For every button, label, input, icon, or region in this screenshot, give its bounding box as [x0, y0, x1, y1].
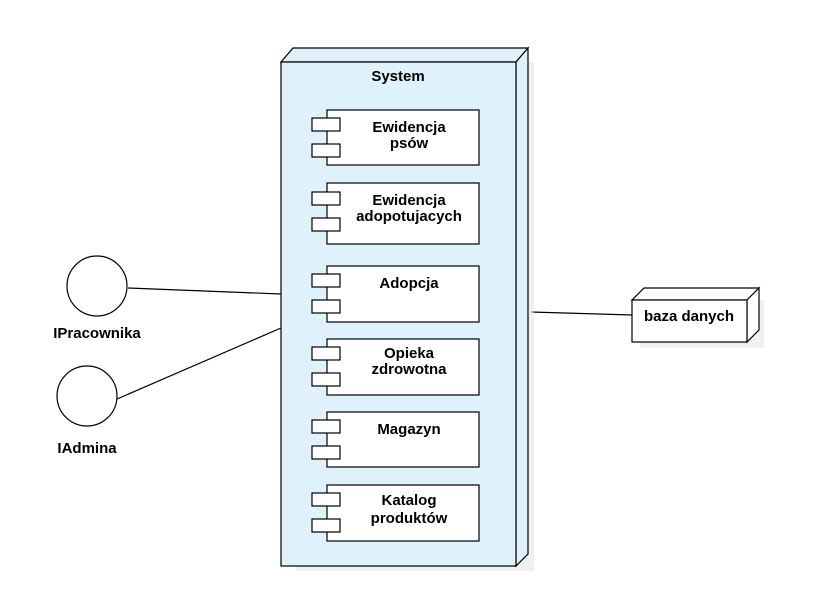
database-node-front [631, 299, 748, 343]
component-icon [311, 117, 341, 132]
component-opieka-zdrowotna[interactable]: Opieka zdrowotna [311, 338, 480, 396]
component-adopcja[interactable]: Adopcja [311, 265, 480, 323]
interface-circle-icon [66, 255, 128, 317]
component-label-line2: zdrowotna [372, 361, 448, 378]
component-icon [311, 346, 341, 361]
component-icon [311, 372, 341, 387]
component-katalog-produktow[interactable]: Katalog produktów [311, 484, 480, 542]
component-icon [311, 419, 341, 434]
component-label-line2: produktów [371, 510, 448, 527]
component-label-line1: Adopcja [379, 275, 439, 292]
component-icon [311, 445, 341, 460]
component-icon [311, 191, 341, 206]
database-node[interactable]: baza danych [630, 286, 764, 348]
database-node-top [630, 287, 761, 301]
interface-label: IAdmina [57, 440, 117, 457]
component-ewidencja-psow[interactable]: Ewidencja psów [311, 109, 480, 166]
system-node-side [515, 46, 529, 568]
component-label-line1: Ewidencja [372, 192, 446, 209]
interface-iadmina[interactable]: IAdmina [56, 365, 118, 457]
component-ewidencja-adopotujacych[interactable]: Ewidencja adopotujacych [311, 182, 480, 245]
database-label: baza danych [644, 308, 734, 325]
component-icon [311, 273, 341, 288]
component-icon [311, 518, 341, 533]
system-title: System [371, 68, 424, 85]
component-icon [311, 492, 341, 507]
interface-ipracownika[interactable]: IPracownika [53, 255, 141, 342]
system-node-top [279, 47, 530, 63]
component-icon [311, 217, 341, 232]
database-connector [530, 311, 633, 316]
component-magazyn[interactable]: Magazyn [311, 411, 480, 468]
component-label-line1: Opieka [384, 345, 435, 362]
component-label-line1: Katalog [381, 492, 436, 509]
component-label-line2: psów [390, 135, 429, 152]
ipracownika-connector [127, 287, 282, 295]
component-label-line2: adopotujacych [356, 208, 462, 225]
component-icon [311, 143, 341, 158]
component-icon [311, 299, 341, 314]
interface-label: IPracownika [53, 325, 141, 342]
interface-circle-icon [56, 365, 118, 427]
component-label-line1: Ewidencja [372, 119, 446, 136]
iadmina-connector [116, 327, 282, 400]
component-label-line1: Magazyn [377, 421, 440, 438]
